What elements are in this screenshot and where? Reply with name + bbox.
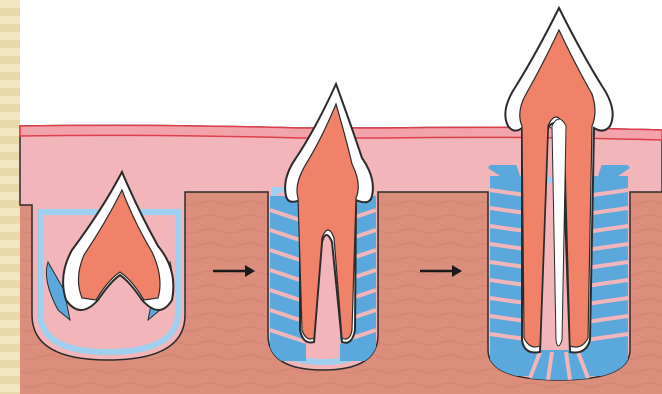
left-border-strip xyxy=(0,0,20,394)
